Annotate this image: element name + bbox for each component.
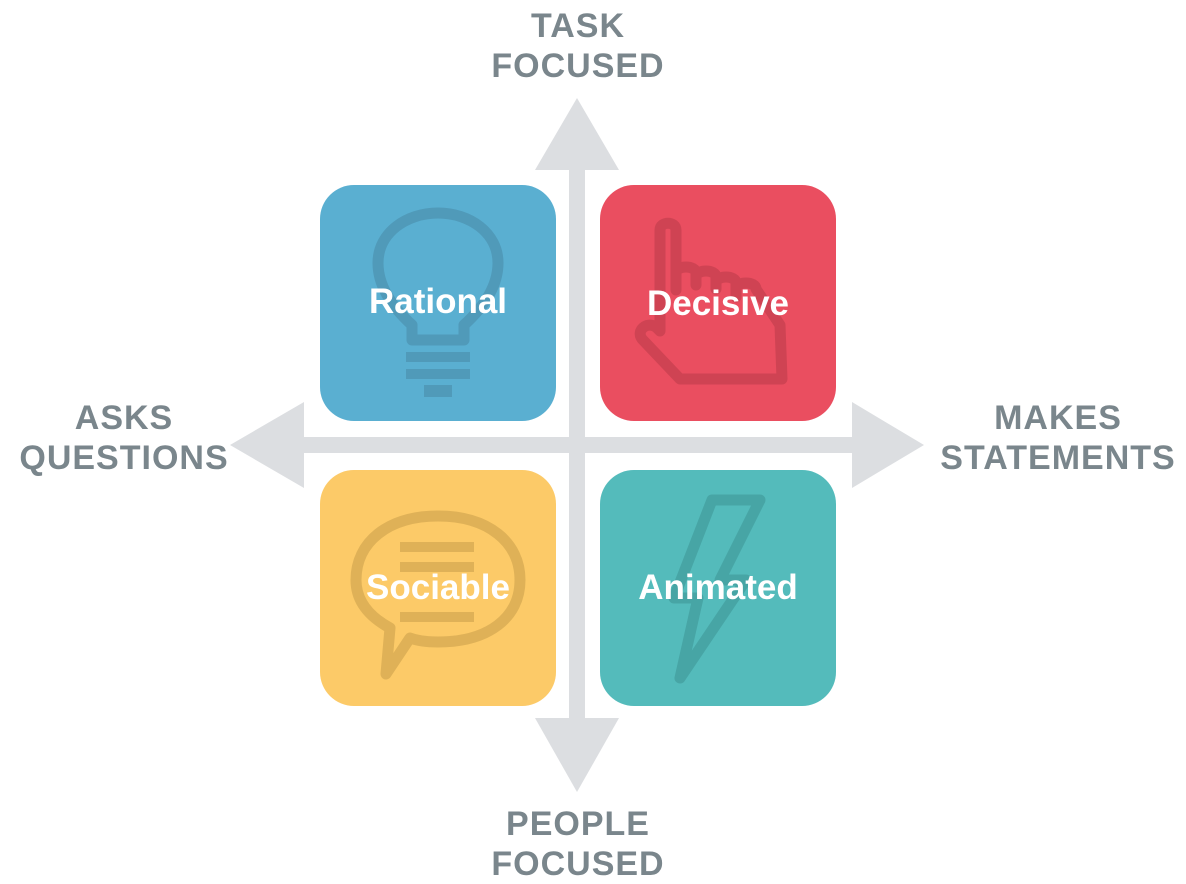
axis-label-line: FOCUSED xyxy=(491,47,665,85)
axis-label-line: QUESTIONS xyxy=(19,439,229,477)
arrow-up-icon xyxy=(535,98,619,170)
axis-label-task-focused: TASK FOCUSED xyxy=(428,6,728,86)
axis-label-line: ASKS xyxy=(74,399,174,437)
quadrant-sociable: Sociable xyxy=(320,470,556,706)
axis-label-line: MAKES xyxy=(994,399,1122,437)
speech-bubble-icon xyxy=(350,510,526,680)
lightbulb-icon xyxy=(372,207,504,397)
axis-label-people-focused: PEOPLE FOCUSED xyxy=(428,804,728,884)
quadrant-label: Rational xyxy=(368,282,508,321)
axis-label-makes-statements: MAKES STATEMENTS xyxy=(930,398,1186,478)
pointing-hand-icon xyxy=(634,217,788,385)
arrow-right-icon xyxy=(852,402,924,488)
arrow-left-icon xyxy=(230,402,304,488)
horizontal-axis xyxy=(302,437,854,453)
quadrant-animated: Animated xyxy=(600,470,836,706)
quadrant-label: Animated xyxy=(638,568,798,607)
axis-label-line: STATEMENTS xyxy=(940,439,1176,477)
quadrant-label: Sociable xyxy=(366,568,510,607)
axis-label-line: TASK xyxy=(530,7,626,45)
quadrant-label: Decisive xyxy=(646,284,790,323)
axis-label-line: FOCUSED xyxy=(491,845,665,883)
axis-label-asks-questions: ASKS QUESTIONS xyxy=(0,398,248,478)
quadrant-rational: Rational xyxy=(320,185,556,421)
axis-label-line: PEOPLE xyxy=(506,805,650,843)
lightning-bolt-icon xyxy=(668,494,766,684)
quadrant-decisive: Decisive xyxy=(600,185,836,421)
arrow-down-icon xyxy=(535,718,619,792)
